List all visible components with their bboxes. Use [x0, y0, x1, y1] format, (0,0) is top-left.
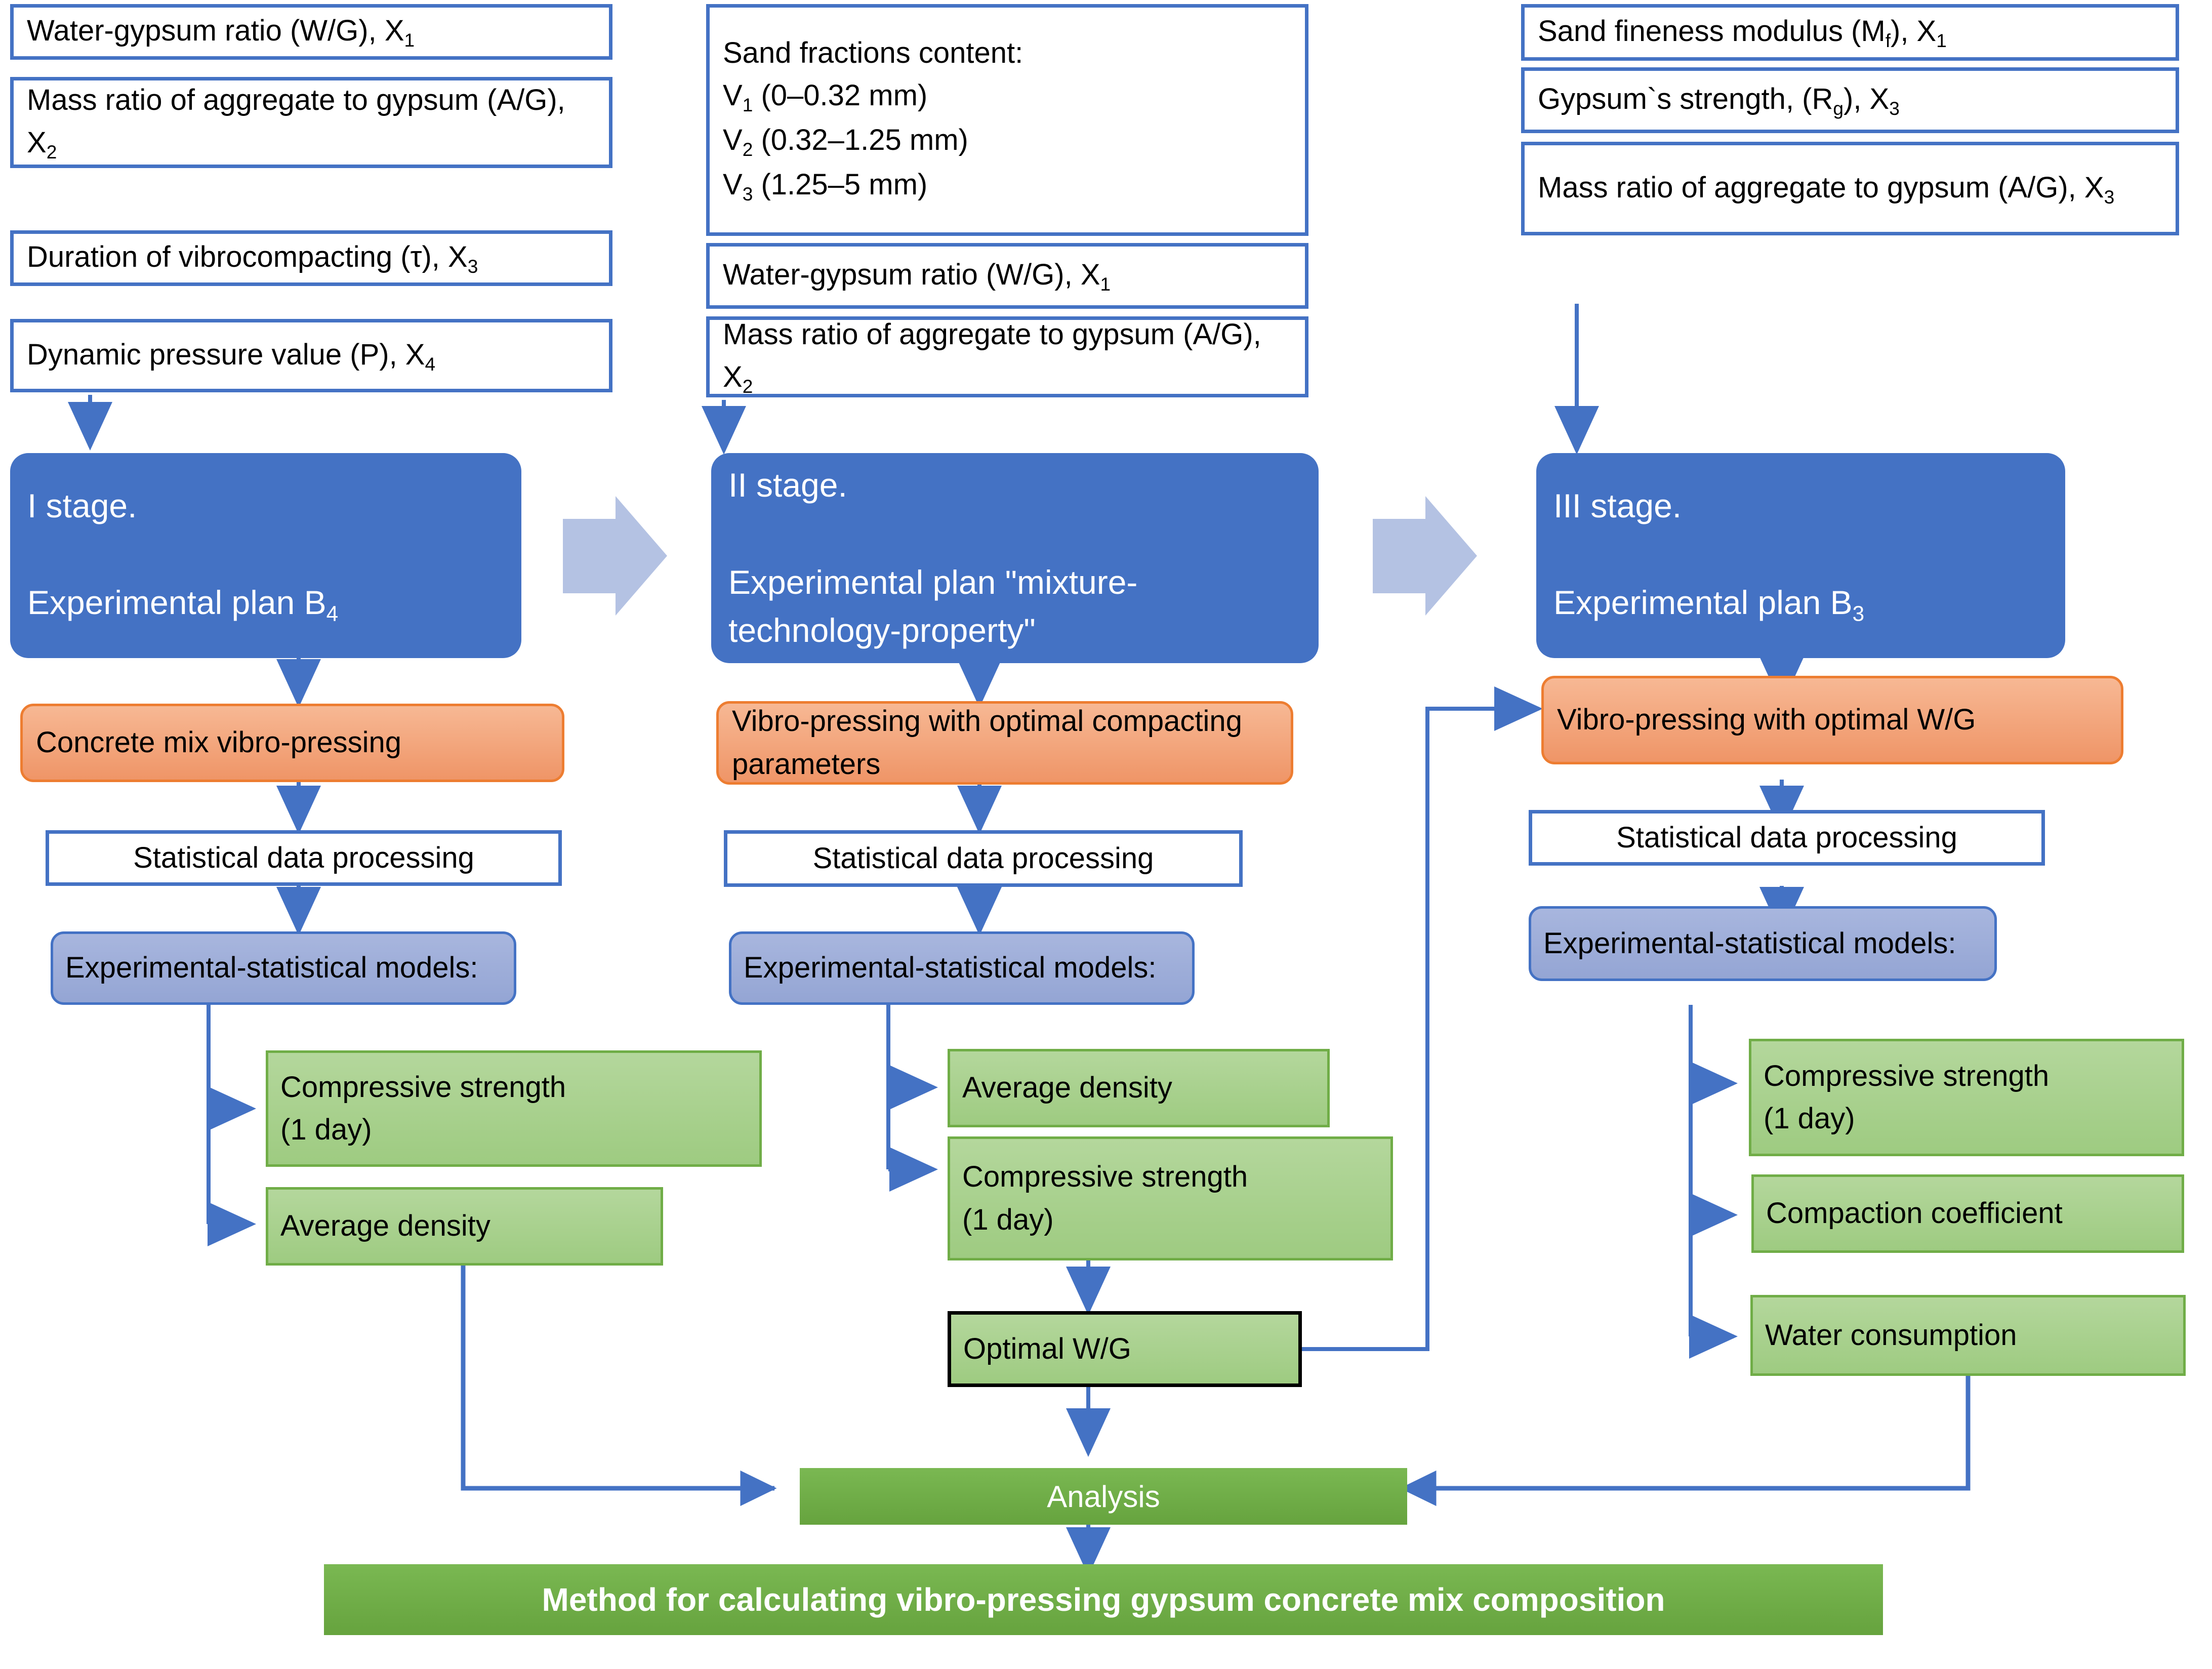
stage2-process-box: Vibro-pressing with optimal compacting p…: [716, 701, 1293, 785]
stage1-input-2-label: Mass ratio of aggregate to gypsum (A/G),…: [27, 84, 565, 163]
analysis-label: Analysis: [1047, 1479, 1160, 1514]
stage2-output-2-label: Compressive strength(1 day): [962, 1160, 1248, 1236]
stage3-input-2-label: Gypsum`s strength, (Rg), X3: [1538, 83, 1900, 119]
stage3-output-1: Compressive strength(1 day): [1749, 1039, 2184, 1156]
stage3-process-label: Vibro-pressing with optimal W/G: [1557, 703, 1976, 737]
stage1-input-4: Dynamic pressure value (P), X4: [10, 319, 612, 392]
stage2-models-box: Experimental-statistical models:: [729, 931, 1195, 1005]
stage3-input-3: Mass ratio of aggregate to gypsum (A/G),…: [1521, 142, 2179, 235]
stage3-output-1-label: Compressive strength(1 day): [1764, 1059, 2050, 1135]
stage2-statistical-box: Statistical data processing: [724, 830, 1243, 887]
stage2-input-3: Mass ratio of aggregate to gypsum (A/G),…: [706, 316, 1308, 397]
stage1-process-box: Concrete mix vibro-pressing: [20, 704, 564, 782]
stage3-output-3: Water consumption: [1750, 1295, 2186, 1376]
analysis-box: Analysis: [800, 1468, 1407, 1525]
stage2-output-2: Compressive strength(1 day): [948, 1136, 1393, 1260]
method-label: Method for calculating vibro-pressing gy…: [542, 1581, 1665, 1618]
chevron-stage1-to-stage2: [563, 496, 667, 616]
stage2-label: II stage.Experimental plan "mixture-tech…: [728, 466, 1138, 649]
chevron-stage2-to-stage3: [1373, 496, 1477, 616]
stage1-models-box: Experimental-statistical models:: [51, 931, 516, 1005]
stage3-output-3-label: Water consumption: [1765, 1318, 2017, 1352]
stage2-input-3-label: Mass ratio of aggregate to gypsum (A/G),…: [723, 318, 1261, 397]
stage2-input-2: Water-gypsum ratio (W/G), X1: [706, 243, 1308, 309]
stage1-output-2-label: Average density: [280, 1209, 490, 1243]
stage3-box: III stage.Experimental plan B3: [1536, 453, 2065, 658]
stage3-process-box: Vibro-pressing with optimal W/G: [1541, 676, 2123, 764]
stage2-models-label: Experimental-statistical models:: [744, 951, 1157, 985]
edge-s1-density-to-analysis: [461, 1265, 777, 1507]
edge-s3-water-to-analysis: [1400, 1376, 1971, 1507]
stage1-process-label: Concrete mix vibro-pressing: [36, 726, 402, 759]
stage2-input-2-label: Water-gypsum ratio (W/G), X1: [723, 258, 1111, 295]
stage2-optimal-wg-box: Optimal W/G: [948, 1311, 1302, 1387]
method-box: Method for calculating vibro-pressing gy…: [324, 1564, 1883, 1635]
stage1-input-2: Mass ratio of aggregate to gypsum (A/G),…: [10, 77, 612, 168]
stage1-label: I stage.Experimental plan B4: [27, 486, 339, 626]
stage3-output-2: Compaction coefficient: [1751, 1174, 2184, 1253]
stage3-models-box: Experimental-statistical models:: [1529, 906, 1997, 981]
stage1-output-1-label: Compressive strength(1 day): [280, 1070, 566, 1146]
stage2-input-1: Sand fractions content:V1 (0–0.32 mm)V2 …: [706, 4, 1308, 236]
stage2-statistical-label: Statistical data processing: [812, 841, 1154, 875]
stage1-statistical-label: Statistical data processing: [133, 841, 474, 874]
stage2-output-1: Average density: [948, 1049, 1330, 1127]
stage1-input-1: Water-gypsum ratio (W/G), X1: [10, 4, 612, 60]
stage2-process-label: Vibro-pressing with optimal compacting p…: [732, 705, 1242, 781]
stage2-optimal-wg-label: Optimal W/G: [963, 1332, 1131, 1365]
stage3-input-1-label: Sand fineness modulus (Mf), X1: [1538, 15, 1947, 52]
stage2-input-1-label: Sand fractions content:V1 (0–0.32 mm)V2 …: [723, 36, 1023, 205]
stage2-output-1-label: Average density: [962, 1071, 1172, 1105]
stage3-input-1: Sand fineness modulus (Mf), X1: [1521, 4, 2179, 61]
stage1-box: I stage.Experimental plan B4: [10, 453, 521, 658]
stage1-input-4-label: Dynamic pressure value (P), X4: [27, 338, 436, 375]
stage3-models-label: Experimental-statistical models:: [1543, 926, 1956, 960]
stage3-input-2: Gypsum`s strength, (Rg), X3: [1521, 67, 2179, 133]
stage1-input-1-label: Water-gypsum ratio (W/G), X1: [27, 14, 415, 51]
stage3-input-3-label: Mass ratio of aggregate to gypsum (A/G),…: [1538, 171, 2115, 208]
stage2-box: II stage.Experimental plan "mixture-tech…: [711, 453, 1319, 663]
stage3-output-2-label: Compaction coefficient: [1766, 1197, 2063, 1230]
stage1-output-1: Compressive strength(1 day): [266, 1050, 762, 1167]
stage3-label: III stage.Experimental plan B3: [1553, 486, 1865, 626]
stage3-statistical-box: Statistical data processing: [1529, 810, 2045, 866]
stage1-input-3: Duration of vibrocompacting (τ), X3: [10, 230, 612, 286]
stage1-output-2: Average density: [266, 1187, 663, 1266]
stage1-statistical-box: Statistical data processing: [46, 830, 562, 886]
stage3-statistical-label: Statistical data processing: [1616, 821, 1957, 854]
stage1-input-3-label: Duration of vibrocompacting (τ), X3: [27, 240, 478, 277]
stage1-models-label: Experimental-statistical models:: [65, 951, 478, 985]
